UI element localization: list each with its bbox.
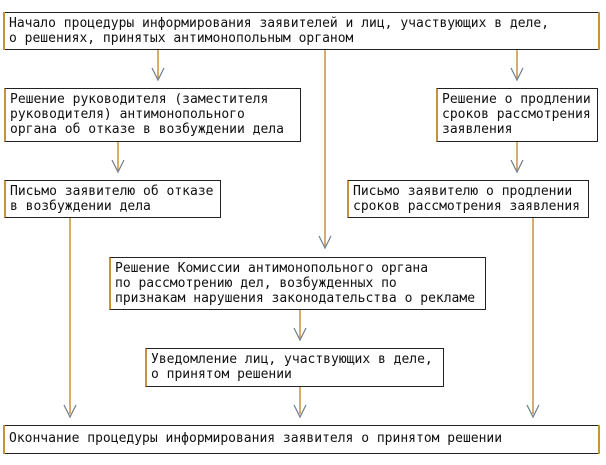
node-text: в возбуждении дела: [10, 199, 151, 214]
node-text: сроков рассмотрения заявления: [353, 199, 580, 214]
node-text: Решение Комиссии антимонопольного органа: [115, 261, 429, 276]
arrowhead-icon: [111, 159, 125, 174]
node-text: признакам нарушения законодательства о р…: [115, 291, 476, 306]
end-line-1: Окончание процедуры информирования заяви…: [9, 431, 503, 446]
node-text: руководителя) антимонопольного: [10, 107, 245, 122]
node-text: органа об отказе в возбуждении дела: [10, 122, 284, 137]
start-line-1: Начало процедуры информирования заявител…: [9, 16, 550, 31]
node-text: сроков рассмотрения: [442, 107, 591, 122]
node-text: Решение руководителя (заместителя: [10, 92, 269, 107]
end-node: Окончание процедуры информирования заяви…: [3, 425, 600, 454]
start-node: Начало процедуры информирования заявител…: [3, 12, 600, 50]
start-line-2: о решениях, принятых антимонопольным орг…: [9, 31, 354, 46]
arrowhead-icon: [293, 404, 307, 419]
node-text: о принятом решении: [151, 367, 292, 382]
arrowhead-icon: [63, 404, 77, 419]
node-text: заявления: [442, 122, 513, 137]
node-text: Уведомление лиц, участвующих в деле,: [151, 352, 433, 367]
node-text: Письмо заявителю об отказе: [10, 184, 214, 199]
arrowhead-icon: [293, 327, 307, 342]
arrowhead-icon: [318, 235, 332, 250]
node-text: по рассмотрению дел, возбужденных по: [115, 276, 397, 291]
arrowhead-icon: [151, 67, 165, 82]
arrowhead-icon: [510, 159, 524, 174]
node-text: Решение о продлении: [442, 92, 591, 107]
notification-node: Уведомление лиц, участвующих в деле,о пр…: [145, 348, 444, 387]
arrowhead-icon: [510, 67, 524, 82]
arrowhead-icon: [526, 404, 540, 419]
commission-decision-node: Решение Комиссии антимонопольного органа…: [109, 257, 486, 310]
node-text: Письмо заявителю о продлении: [353, 184, 573, 199]
